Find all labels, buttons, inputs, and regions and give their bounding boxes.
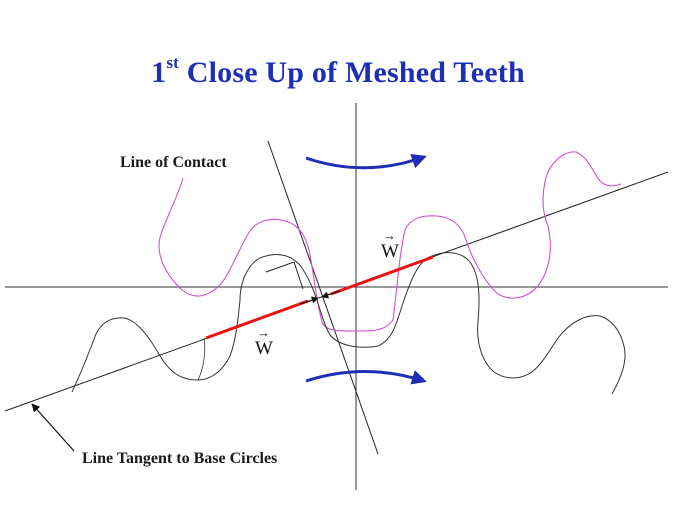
upper-gear-profile	[158, 151, 622, 332]
force-arrow-upper-head	[321, 290, 341, 299]
force-arrow-upper	[330, 255, 434, 296]
line-tangent-label: Line Tangent to Base Circles	[82, 450, 278, 467]
tangent-label-pointer	[31, 403, 75, 452]
rotation-arrow-upper	[305, 153, 427, 170]
force-label-lower: W	[255, 325, 273, 360]
lower-gear-inner-detail	[197, 337, 206, 381]
force-arrow-lower-head	[299, 296, 319, 305]
rotation-arrow-lower	[305, 370, 427, 385]
force-arrow-lower	[205, 299, 309, 340]
right-angle-marker	[265, 261, 304, 290]
lower-gear-profile	[71, 252, 626, 395]
line-of-contact	[267, 140, 379, 455]
diagram-title: 1st Close Up of Meshed Teeth	[151, 53, 525, 89]
line-of-contact-label: Line of Contact	[120, 154, 227, 171]
force-label-upper: W	[381, 228, 399, 263]
